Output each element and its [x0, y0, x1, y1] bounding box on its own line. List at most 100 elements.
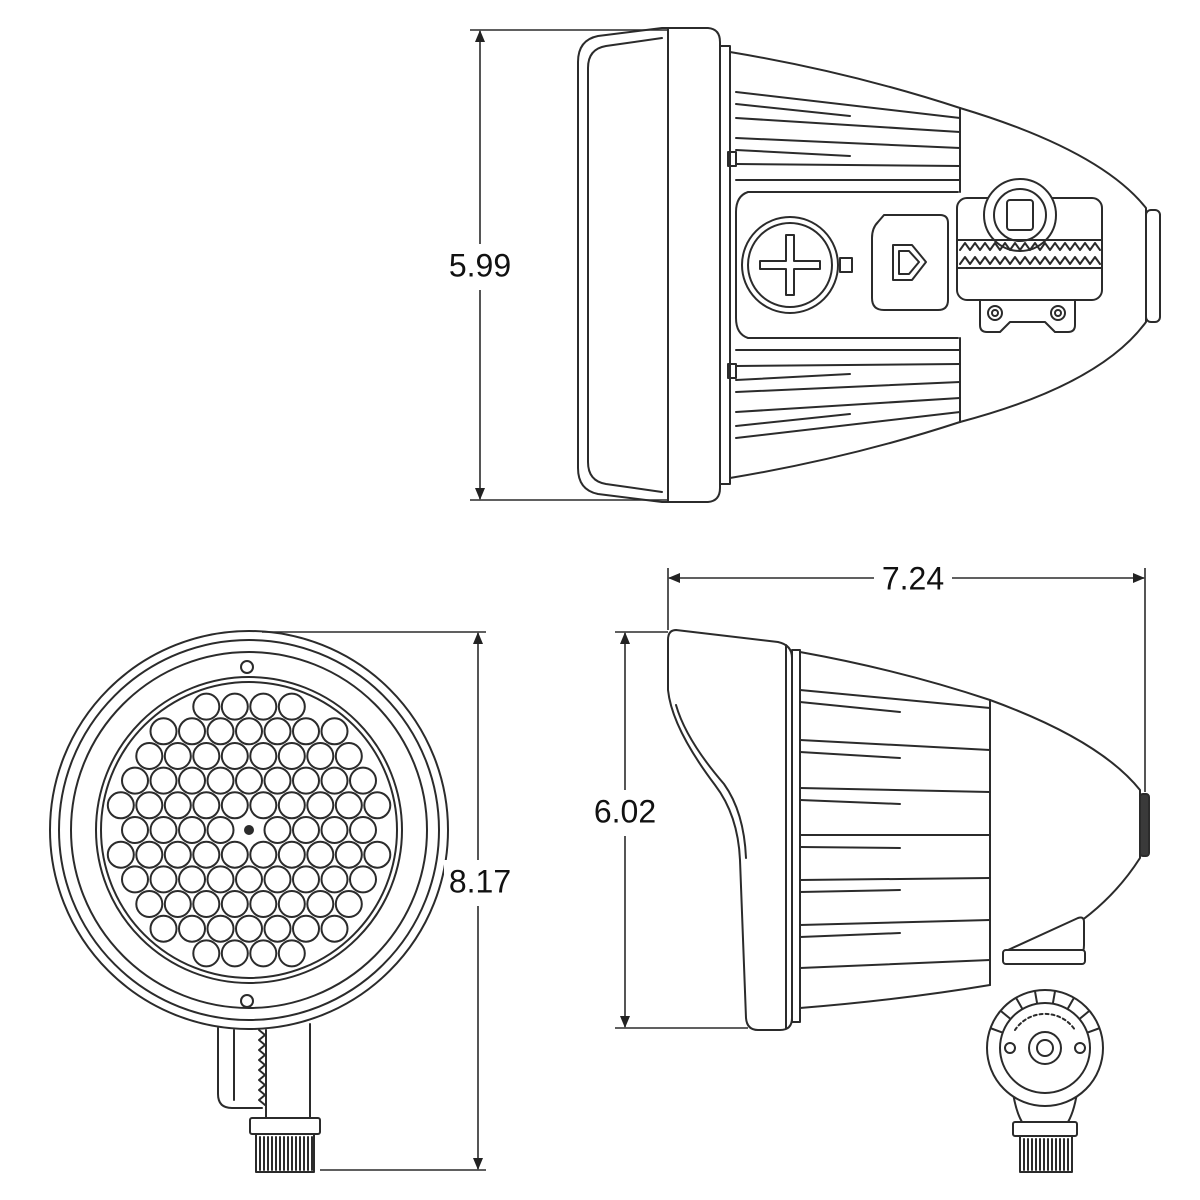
serration-band — [959, 242, 1101, 251]
side-view — [667, 629, 1150, 1173]
led-dot — [121, 865, 149, 894]
led-dot — [206, 816, 235, 844]
led-dot — [249, 939, 278, 968]
fin-line — [735, 103, 851, 117]
led-dot — [349, 816, 377, 844]
led-dot — [349, 766, 377, 795]
led-dot — [263, 766, 292, 795]
led-dot — [277, 692, 306, 721]
plus-icon — [759, 234, 821, 296]
angle-tick — [1067, 997, 1075, 1010]
led-dot — [149, 865, 178, 894]
led-dot — [121, 816, 149, 844]
led-dot — [334, 840, 363, 869]
led-dot — [192, 840, 221, 869]
rear-cap-outline — [989, 699, 1141, 936]
led-dot — [121, 766, 149, 795]
led-dot — [263, 865, 292, 894]
fin-line — [799, 701, 901, 713]
dimension-label-side-height: 6.02 — [594, 793, 656, 829]
dimension-label-front-height: 8.17 — [449, 863, 511, 899]
led-dot — [363, 840, 392, 869]
led-dot — [334, 890, 363, 918]
led-dot — [178, 766, 206, 795]
led-dot — [192, 890, 221, 918]
serration-band — [959, 256, 1101, 265]
bezel-contour-line — [675, 704, 747, 859]
led-array — [106, 692, 392, 968]
led-dot — [192, 791, 221, 820]
housing-tab — [727, 151, 737, 167]
front-mount — [217, 1023, 321, 1173]
dimension-lines: 5.99 8.17 7.24 6.02 — [262, 29, 1146, 1171]
housing-bottom-outline — [799, 984, 991, 1009]
led-dot — [363, 791, 392, 820]
housing-tab — [727, 363, 737, 379]
screw-icon — [1004, 1042, 1016, 1054]
led-dot — [277, 939, 306, 968]
led-dot — [192, 692, 221, 721]
mount-arm-left — [217, 1027, 263, 1109]
housing-top-outline — [799, 651, 991, 701]
led-dot — [235, 766, 263, 795]
fin-line — [735, 381, 961, 393]
fin-line — [735, 411, 961, 439]
threaded-connector — [255, 1133, 315, 1173]
led-dot — [206, 914, 235, 943]
threaded-connector — [1019, 1135, 1073, 1173]
led-dot — [249, 890, 278, 918]
screw-icon — [987, 305, 1003, 321]
led-dot — [235, 865, 263, 894]
knuckle-ring — [999, 1002, 1091, 1094]
fin-line — [735, 137, 961, 149]
knuckle-hub — [1028, 1031, 1062, 1065]
led-dot — [206, 717, 235, 746]
top-view — [577, 27, 1161, 503]
fin-line — [799, 919, 991, 926]
led-dot — [135, 791, 164, 820]
knuckle-mount-top-view — [956, 178, 1103, 333]
fin-line — [799, 959, 991, 969]
front-bezel-outline — [667, 629, 793, 1031]
led-dot — [306, 840, 335, 869]
angle-tick — [1052, 990, 1056, 1004]
led-dot — [320, 865, 349, 894]
led-dot — [320, 766, 349, 795]
center-dot — [244, 825, 254, 835]
fin-line — [735, 363, 961, 367]
screw-icon — [1050, 305, 1066, 321]
led-dot — [149, 717, 178, 746]
led-dot — [135, 890, 164, 918]
led-dot — [306, 890, 335, 918]
fin-line — [799, 889, 901, 893]
knuckle-pin — [1036, 1039, 1054, 1057]
fin-line — [735, 413, 851, 427]
led-dot — [263, 914, 292, 943]
plug-cap-inner — [747, 222, 833, 308]
led-dot — [163, 840, 192, 869]
connector-nut — [249, 1117, 321, 1135]
screw-icon — [1074, 1042, 1086, 1054]
housing-ring — [58, 639, 440, 1021]
knuckle-plate — [1002, 949, 1086, 965]
conduit-opening — [1006, 199, 1034, 231]
led-dot — [135, 742, 164, 770]
led-dot — [220, 890, 249, 918]
led-field-inner-ring — [100, 681, 398, 979]
led-dot — [206, 766, 235, 795]
driver-plate — [735, 191, 959, 339]
led-dot — [220, 840, 249, 869]
led-dot — [249, 692, 278, 721]
dimension-label-side-length: 7.24 — [882, 560, 944, 596]
label-plate-outline — [871, 214, 949, 311]
led-dot — [320, 816, 349, 844]
rear-lens — [1145, 209, 1161, 323]
housing-bottom-outline — [729, 421, 961, 479]
led-dot — [106, 791, 135, 820]
led-dot — [235, 914, 263, 943]
label-background — [874, 558, 952, 602]
led-dot — [277, 791, 306, 820]
led-dot — [263, 816, 292, 844]
led-dot — [277, 742, 306, 770]
connector-nut — [1012, 1121, 1078, 1137]
